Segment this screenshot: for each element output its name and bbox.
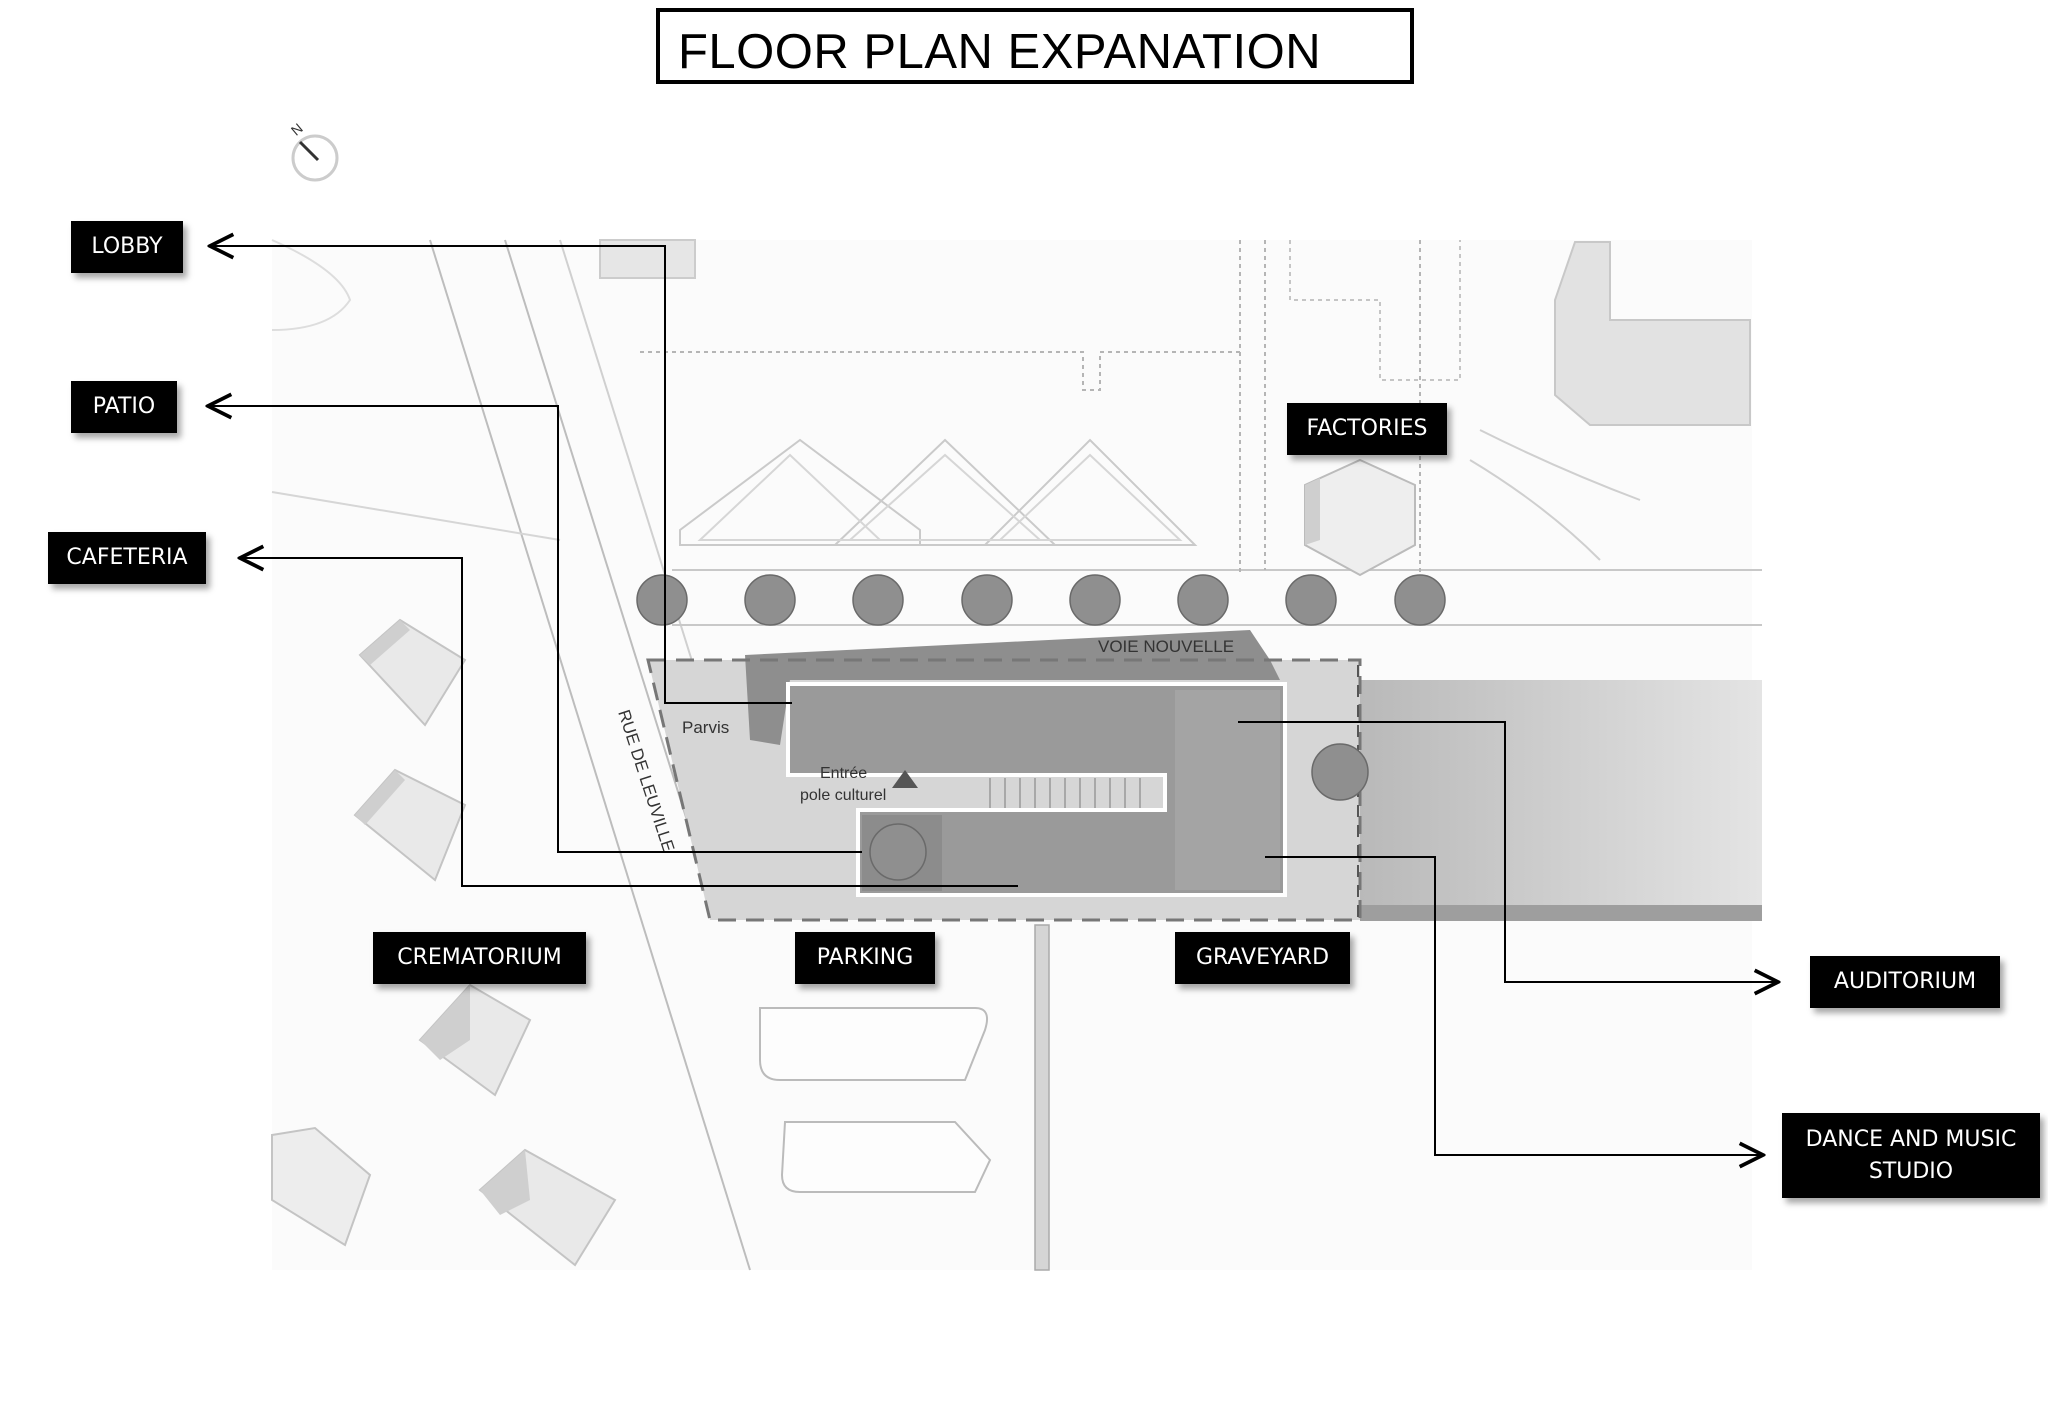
crematorium-label: CREMATORIUM [373,932,586,984]
cafeteria-leader [240,558,1018,887]
dance-studio-label-line1: DANCE AND MUSIC [1805,1126,2017,1152]
parking-label: PARKING [795,932,935,984]
patio-leader [208,406,862,853]
dance-studio-leader [1265,856,1763,1155]
parvis-label: Parvis [682,718,729,737]
auditorium-leader [1238,721,1778,982]
cafeteria-label: CAFETERIA [48,532,206,584]
dance-studio-label: DANCE AND MUSIC STUDIO [1782,1113,2040,1198]
tree-row [636,574,1446,881]
title-box: FLOOR PLAN EXPANATION [656,8,1414,84]
street-label-voie-nouvelle: VOIE NOUVELLE [1098,637,1234,656]
entrance-marker [892,770,918,788]
entrance-label-line2: pole culturel [800,787,886,804]
compass-letter: N [288,120,306,139]
leader-lines [208,246,1778,1155]
dance-studio-label-line2: STUDIO [1868,1158,1954,1184]
page-title: FLOOR PLAN EXPANATION [678,25,1322,79]
graveyard-label: GRAVEYARD [1175,932,1350,984]
lobby-label: LOBBY [71,221,183,273]
factories-label: FACTORIES [1287,403,1447,455]
entrance-label-line1: Entrée [820,765,867,782]
lobby-leader [210,246,792,704]
auditorium-label: AUDITORIUM [1810,956,2000,1008]
patio-label: PATIO [71,381,177,433]
compass-icon: N [288,120,339,182]
